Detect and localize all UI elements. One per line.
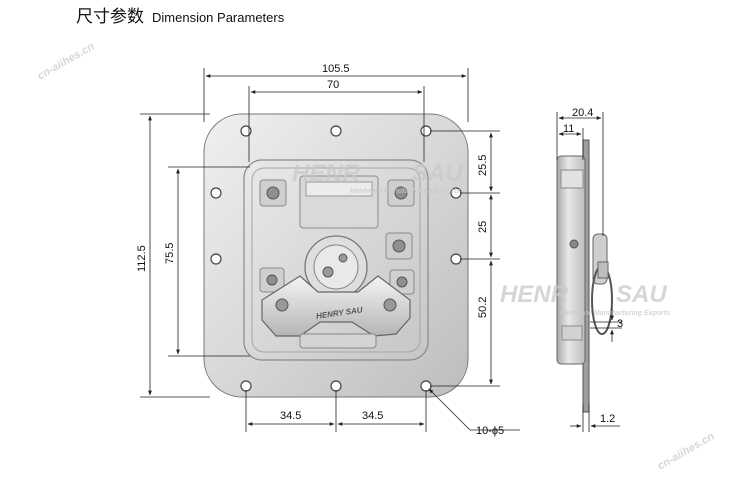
dim-side-ring: 3	[617, 318, 623, 330]
dim-bottom-left: 34.5	[280, 410, 301, 422]
dim-right-upper: 25.5	[477, 155, 489, 176]
dim-right-lower: 50.2	[477, 297, 489, 318]
dim-inner-width: 70	[327, 79, 339, 91]
title-english: Dimension Parameters	[152, 10, 285, 25]
page-title: 尺寸参数 Dimension Parameters	[76, 2, 285, 27]
rivet	[259, 267, 285, 293]
mounting-hole	[330, 380, 342, 392]
title-chinese: 尺寸参数	[76, 7, 144, 27]
side-dimension-lines	[556, 112, 622, 432]
dimension-lines	[140, 68, 520, 432]
side-view	[556, 139, 613, 413]
side-ring	[591, 233, 613, 335]
front-view: HENRY SAU	[203, 113, 469, 398]
side-dish	[556, 155, 586, 365]
mounting-hole	[240, 380, 252, 392]
mounting-hole	[210, 253, 222, 265]
handle-grip	[299, 333, 377, 349]
rivet	[259, 179, 287, 207]
dim-side-plate: 1.2	[600, 413, 615, 425]
mounting-hole	[450, 253, 462, 265]
watermark-url: cn-aiihes.cn	[656, 430, 717, 472]
watermark-tagline: Hardware Manufacturing Exports	[560, 310, 670, 317]
dim-overall-width: 105.5	[322, 63, 350, 75]
watermark-brand-left: HENR	[292, 160, 361, 187]
watermark-brand-right: SAU	[412, 160, 463, 187]
rivet	[385, 232, 413, 260]
butterfly-handle	[261, 275, 411, 337]
rivet	[387, 179, 415, 207]
dim-right-middle: 25	[477, 221, 489, 233]
mounting-hole	[420, 125, 432, 137]
watermark-tagline: Hardware Manufacturing Exports	[350, 188, 460, 195]
dim-holes: 10-ϕ5	[476, 425, 504, 437]
mounting-hole	[330, 125, 342, 137]
dim-bottom-right: 34.5	[362, 410, 383, 422]
mounting-hole	[210, 187, 222, 199]
dim-inner-height: 75.5	[164, 243, 176, 264]
dim-overall-height: 112.5	[136, 245, 148, 272]
mounting-hole	[240, 125, 252, 137]
watermark-brand-left: HENR	[500, 281, 569, 308]
watermark-brand-right: SAU	[616, 281, 667, 308]
rivet	[389, 269, 415, 295]
dim-side-depth-total: 20.4	[572, 107, 593, 119]
dim-side-depth-inner: 11	[563, 123, 574, 135]
watermark-url: cn-aiihes.cn	[36, 40, 97, 82]
